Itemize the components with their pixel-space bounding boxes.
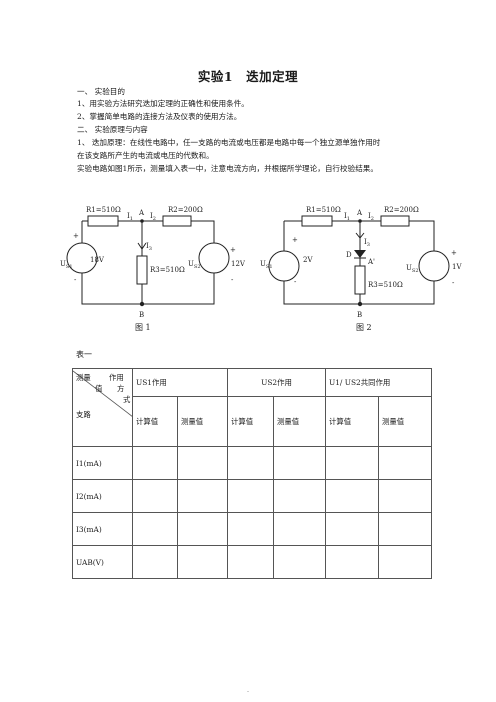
- fig2-us1-minus: -: [294, 278, 297, 286]
- figure-1-caption: 图 1: [135, 323, 151, 332]
- subheader-measured: 测量值: [377, 396, 433, 447]
- fig1-node-b: B: [139, 311, 144, 319]
- fig1-us2-plus: +: [230, 246, 236, 254]
- fig2-r3-label: R3=510Ω: [368, 281, 403, 289]
- fig1-node-a: A: [138, 209, 145, 217]
- subheader-calc: 计算值: [325, 396, 379, 447]
- table-cell: [227, 545, 274, 579]
- subheader-calc: 计算值: [132, 396, 178, 447]
- table-cell: [227, 479, 274, 513]
- corner-text-measure: 测量: [76, 373, 91, 382]
- table-row: UAB(V): [72, 545, 433, 579]
- fig1-i1-label: I1: [127, 212, 133, 222]
- group-header-both: U1/ US2共同作用: [324, 368, 433, 397]
- fig2-i1-label: I1: [344, 212, 350, 222]
- page-footer-mark: -: [247, 688, 250, 695]
- row-label-i3: I3(mA): [72, 512, 133, 546]
- table-cell: [177, 446, 228, 480]
- subheader-calc: 计算值: [227, 396, 274, 447]
- principle-item-1: 1、 迭加原理：在线性电路中，任一支路的电流或电压都是电路中每一个独立源单独作用…: [77, 138, 381, 147]
- corner-text-action: 作用: [109, 373, 124, 382]
- fig2-i3-label: I3: [364, 238, 370, 248]
- corner-text-branch: 支路: [76, 410, 91, 419]
- corner-text-style: 式: [123, 395, 131, 404]
- page-title: 实验1 迭加定理: [197, 69, 299, 84]
- table-cell: [325, 545, 379, 579]
- figure-2-caption: 图 2: [356, 323, 372, 332]
- table-cell: [273, 512, 326, 546]
- table-cell: [273, 545, 326, 579]
- fig1-us1-minus: -: [74, 276, 77, 284]
- fig1-us2-value: 12V: [231, 260, 246, 268]
- fig2-node-a: A: [356, 209, 363, 217]
- fig1-i3-label: I3: [146, 242, 152, 252]
- corner-text-mode: 方: [117, 384, 125, 393]
- table-corner-cell: 测量 作用 值 方 式 支路: [72, 368, 133, 447]
- fig1-us2-label: US2: [188, 260, 201, 270]
- fig2-node-a-prime: A': [367, 258, 375, 266]
- subheader-measured: 测量值: [273, 396, 326, 447]
- group-header-us1: US1作用: [132, 368, 228, 397]
- results-table: 测量 作用 值 方 式 支路 US1作用 US2作用 U1/ US2共同作用 计…: [72, 368, 433, 579]
- fig1-us1-label: US1: [60, 260, 73, 270]
- fig1-r2-label: R2=200Ω: [168, 206, 203, 214]
- table-cell: [273, 479, 326, 513]
- table-row: I1(mA): [72, 446, 433, 480]
- table-cell: [177, 512, 228, 546]
- fig1-us1-value: 18V: [90, 256, 105, 264]
- purpose-item-1: 1、用实验方法研究迭加定理的正确性和使用条件。: [77, 99, 249, 108]
- table-cell: [227, 512, 274, 546]
- fig2-us1-plus: +: [292, 236, 298, 244]
- table-cell: [377, 446, 433, 480]
- fig2-us2-label: US2: [406, 264, 419, 274]
- purpose-item-2: 2、掌握简单电路的连接方法及仪表的使用方法。: [77, 112, 242, 121]
- circuit-figure-1: R1=510Ω R2=200Ω R3=510Ω I1 I2 I3 A B US1…: [60, 206, 246, 319]
- fig2-i2-label: I2: [368, 212, 374, 222]
- fig1-us2-minus: -: [231, 276, 234, 284]
- table-cell: [325, 512, 379, 546]
- fig1-i2-label: I2: [150, 212, 156, 222]
- table-cell: [273, 446, 326, 480]
- row-label-i1: I1(mA): [72, 446, 133, 480]
- fig2-us2-plus: +: [451, 249, 457, 257]
- group-header-us2: US2作用: [227, 368, 326, 397]
- section-heading-principle: 二、 实验原理与内容: [77, 125, 148, 134]
- fig2-us2-value: 1V: [452, 263, 462, 271]
- table-cell: [132, 446, 178, 480]
- fig2-diode-label: D: [346, 251, 352, 259]
- section-heading-purpose: 一、 实验目的: [77, 87, 125, 96]
- principle-item-2: 实验电路如图1所示，测量填入表一中，注意电流方向，并根据所学理论，自行校验结果。: [77, 164, 378, 173]
- table-row: I2(mA): [72, 479, 433, 513]
- row-label-i2: I2(mA): [72, 479, 133, 513]
- fig1-us1-plus: +: [73, 232, 79, 240]
- fig2-us2-minus: -: [452, 279, 455, 287]
- corner-diagonal-line: [73, 370, 133, 418]
- table-row: I3(mA): [72, 512, 433, 546]
- table-cell: [132, 512, 178, 546]
- principle-item-1-continued: 在该支路所产生的电流或电压的代数和。: [77, 151, 214, 160]
- table-cell: [325, 479, 379, 513]
- fig2-us1-value: 2V: [303, 256, 313, 264]
- fig1-r3-label: R3=510Ω: [150, 266, 185, 274]
- table-cell: [132, 479, 178, 513]
- table-label: 表一: [76, 350, 92, 359]
- table-cell: [377, 512, 433, 546]
- circuit-figure-2: R1=510Ω R2=200Ω R3=510Ω I1 I2 I3 A A' D …: [260, 206, 462, 319]
- table-cell: [227, 446, 274, 480]
- table-cell: [132, 545, 178, 579]
- fig2-r1-label: R1=510Ω: [306, 206, 341, 214]
- fig2-us1-label: US1: [260, 260, 273, 270]
- table-cell: [377, 479, 433, 513]
- fig2-r2-label: R2=200Ω: [384, 206, 419, 214]
- row-label-uab: UAB(V): [72, 545, 133, 579]
- table-cell: [325, 446, 379, 480]
- subheader-measured: 测量值: [177, 396, 228, 447]
- table-cell: [377, 545, 433, 579]
- corner-text-value: 值: [95, 384, 103, 393]
- table-cell: [177, 479, 228, 513]
- fig2-node-b: B: [357, 311, 362, 319]
- fig1-r1-label: R1=510Ω: [86, 206, 121, 214]
- table-cell: [177, 545, 228, 579]
